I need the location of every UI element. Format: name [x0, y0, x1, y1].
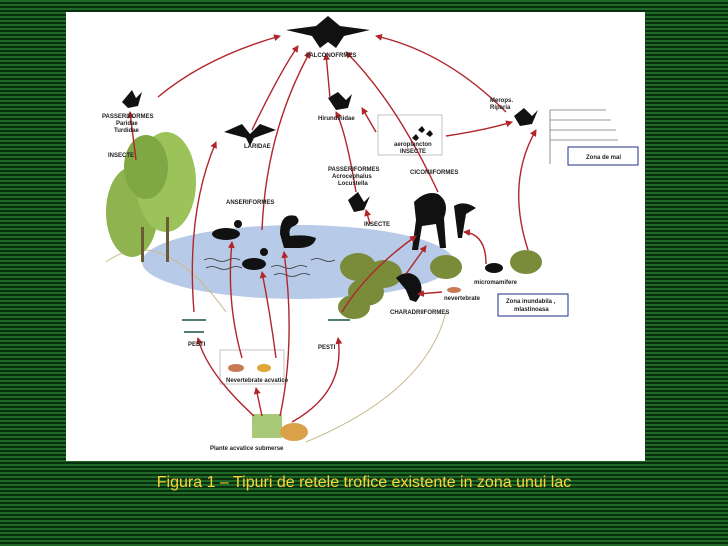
arrow-anseriformes-falcon [261, 51, 311, 231]
label-merops: Merops. [490, 98, 513, 104]
label-anseriformes: ANSERIFORMES [226, 200, 274, 206]
arrow-merops-falcon [375, 33, 507, 113]
arrow-plants-swan [279, 251, 290, 417]
label-insecte-1: INSECTE [108, 153, 134, 159]
invertebrate-shapes [228, 287, 461, 372]
label-aeroplancton: aeroplancton [394, 142, 432, 148]
figure-caption: Figura 1 – Tipuri de retele trofice exis… [156, 474, 572, 491]
label-charadriiformes: CHARADRIIFORMES [390, 310, 449, 316]
label-locustella: Locustella [338, 181, 368, 187]
arrow-aeroplankton-hirundinidae [361, 107, 377, 133]
label-riparia: Riparia [490, 105, 511, 111]
micromammal-silhouette [485, 263, 503, 273]
label-passeriformes-2: PASSERIFORMES [328, 167, 380, 173]
label-turdidae: Turdidae [114, 128, 140, 134]
arrow-invertebrates-charadrii [417, 290, 443, 297]
heron-silhouettes [412, 193, 476, 250]
label-nevertebrate: nevertebrate [444, 296, 481, 302]
swallow-silhouette [328, 92, 352, 110]
arrow-micromammals-heron [463, 229, 487, 265]
aeroplankton-insects [412, 126, 433, 141]
arrow-ciconiiformes-falcon [345, 51, 439, 193]
label-laridae: LARIDAE [244, 144, 271, 150]
label-micromamifere: micromamifere [474, 280, 518, 286]
water-waves [203, 258, 336, 277]
aeroplankton-box [377, 114, 443, 156]
label-zona-de-mal: Zona de mal [586, 155, 621, 161]
passerine-bird-1 [122, 90, 142, 108]
label-paridae: Paridae [116, 121, 138, 127]
arrow-fish-heron [341, 235, 417, 313]
zona-de-mal-box [567, 146, 639, 166]
arrow-plants-invertebrates [253, 387, 263, 417]
arrow-insects-passeriformes [127, 111, 137, 161]
arrow-laridae-falcon [251, 45, 299, 131]
arrow-invertebrates-ducks-2 [259, 271, 277, 359]
charadriiformes-silhouette [396, 273, 422, 302]
label-pesti-2: PESTI [318, 345, 336, 351]
reed-warbler-silhouette [348, 192, 370, 212]
arrow-insects-warbler [364, 209, 372, 225]
arrow-fish-laridae [191, 141, 217, 313]
gull-silhouette [224, 124, 276, 146]
fish-shapes [182, 319, 350, 333]
label-zona-inundabila-1: Zona inundabila , [506, 299, 556, 305]
duck-silhouettes [212, 220, 268, 270]
label-hirundinidae: Hirundinidae [318, 116, 355, 122]
arrow-plants-fish-2 [291, 337, 343, 423]
label-passeriformes-1: PASSERIFORMES [102, 114, 154, 120]
arrow-hirundinidae-falcon [323, 53, 331, 99]
label-plante-acvatice: Plante acvatice submerse [210, 446, 284, 452]
arrow-invertebrates-ducks [227, 241, 243, 359]
arrow-warbler-hirundinidae [335, 111, 357, 193]
falcon-silhouette [286, 16, 370, 48]
label-acrocephalus: Acrocephalus [332, 174, 372, 180]
arrow-reeds-merops [517, 129, 537, 251]
arrow-aeroplankton-merops [445, 120, 513, 137]
label-zona-inundabila-2: mlastinoasa [514, 307, 549, 313]
invertebrates-box [219, 349, 285, 385]
submerged-plants [252, 414, 308, 441]
arrow-passeriformes-falcon [157, 34, 281, 98]
merops-silhouette [514, 108, 538, 126]
label-pesti-1: PESTI [188, 342, 206, 348]
reed-clumps [338, 250, 542, 319]
label-ciconiiformes: CICONIIFORMES [410, 170, 458, 176]
arrow-charadrii-heron [405, 245, 427, 275]
label-insecte-2: INSECTE [400, 149, 426, 155]
shore-lines [549, 109, 618, 164]
label-insecte-3: INSECTE [364, 222, 390, 228]
arrow-plants-fish [195, 337, 255, 417]
swan-silhouette [280, 215, 316, 248]
label-falconoformes: FALCONOFRMES [306, 53, 356, 59]
label-nevertebrate-acvatice: Nevertebrate acvatice [226, 378, 289, 384]
zona-inundabila-box [497, 293, 569, 317]
willow-trees [106, 132, 196, 262]
food-web-diagram: FALCONOFRMES PASSERIFORMES Paridae Turdi… [66, 12, 645, 461]
